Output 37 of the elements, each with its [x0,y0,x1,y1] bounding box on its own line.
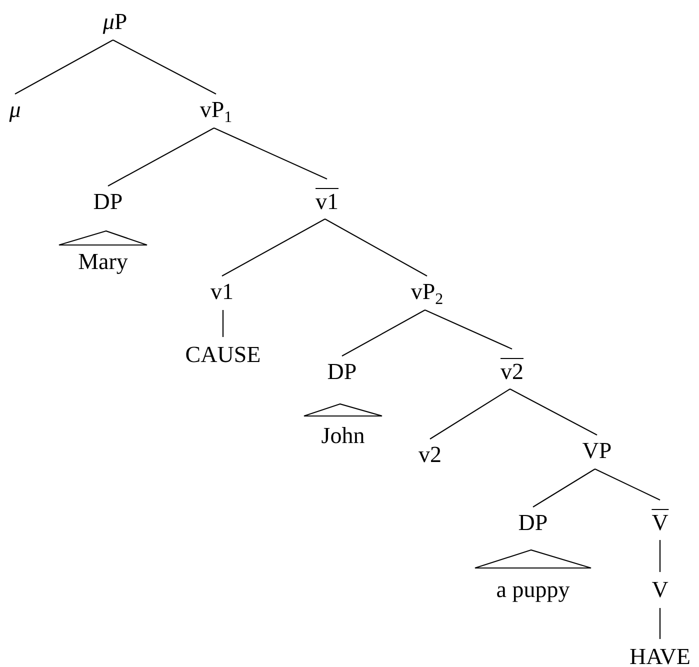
tree-node-label: v2 [418,443,442,467]
tree-node-label: DP [93,190,123,214]
tree-branch [510,388,598,436]
triangle-branch [58,230,148,246]
tree-node-label: v1 [210,280,234,304]
tree-branch [659,540,661,572]
tree-branch [222,310,224,337]
tree-node-label: μ [9,98,21,122]
tree-node-label: V [652,578,668,602]
tree-node-label: v2 [500,358,524,384]
tree-node-label: vP$_{1}$ [200,98,232,122]
tree-node-label: μP [102,10,128,34]
tree-node-label: vP$_{2}$ [410,280,444,304]
tree-node-label: V [652,509,668,535]
tree-branch [14,40,114,94]
tree-node-label: VP [582,439,612,463]
tree-branch [594,468,660,500]
tree-node-label: CAUSE [185,343,261,367]
triangle-branch [303,403,383,417]
tree-node-label: a puppy [496,578,570,602]
tree-node-label: DP [327,360,357,384]
triangle-branch [474,549,592,569]
tree-node-label: v1 [316,188,338,214]
tree-branch [659,608,661,639]
tree-branch [532,468,596,508]
tree-node-label: DP [518,511,548,535]
tree-branch [112,40,216,94]
tree-branch [222,218,326,276]
tree-branch [324,218,428,276]
tree-branch [108,128,214,186]
tree-branch [342,310,426,356]
tree-node-label: HAVE [630,645,690,667]
tree-branch [430,388,510,440]
tree-node-label: John [321,424,365,448]
tree-branch [424,310,512,350]
tree-branch [214,128,328,180]
tree-node-label: Mary [78,250,128,274]
